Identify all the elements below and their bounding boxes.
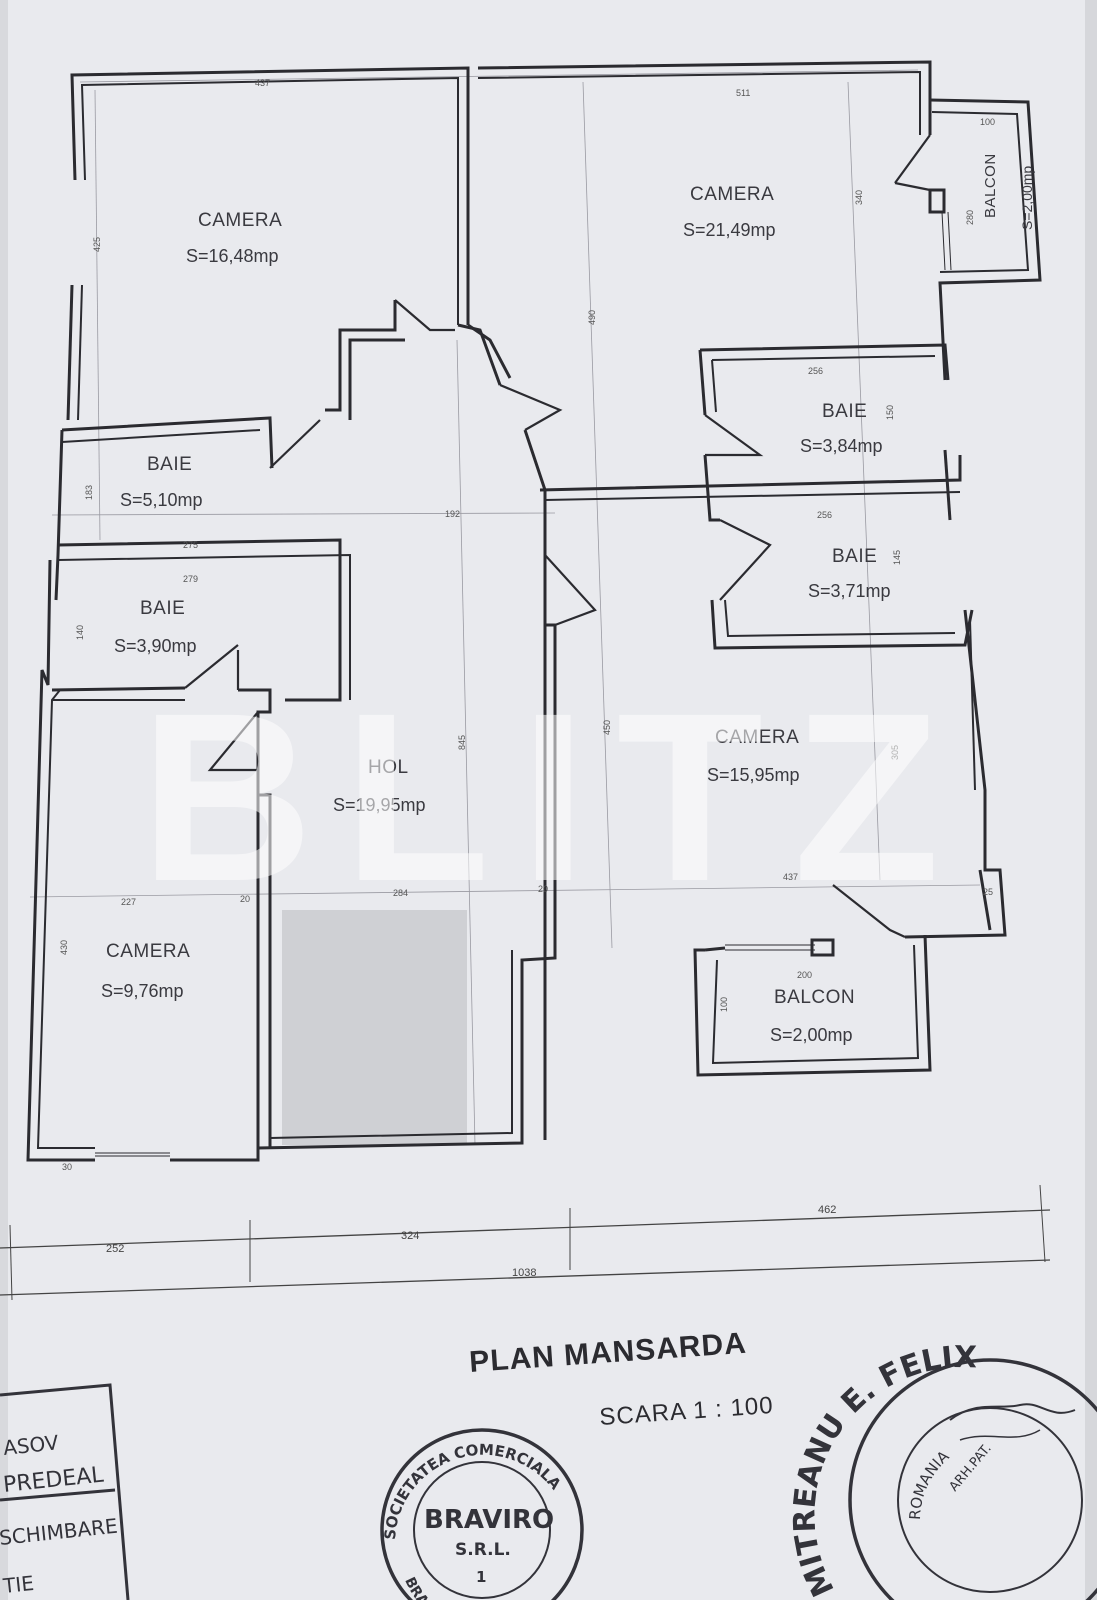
room-baie-1-name: BAIE [147, 454, 192, 475]
dim-340: 340 [854, 190, 864, 205]
balcony-east [928, 98, 1042, 381]
dim-bottom-252: 252 [106, 1243, 124, 1255]
door-swings [184, 134, 931, 938]
dim-430: 430 [59, 940, 69, 955]
dim-490: 490 [587, 310, 597, 325]
dim-284: 284 [393, 888, 408, 898]
dim-25: 25 [983, 887, 993, 897]
stamp-center-num: 1 [476, 1568, 486, 1586]
stamp-right: MITREANU E. FELIX ROMANIA ARH.PAT. [787, 1340, 1097, 1600]
stamp-right-ring: MITREANU E. FELIX [787, 1340, 977, 1600]
room-camera-sw-area: S=9,76mp [101, 981, 184, 1001]
dim-20a: 20 [240, 894, 250, 904]
stamp-center-name: BRAVIRO [424, 1505, 554, 1535]
signature-scribble-2 [959, 1429, 1041, 1441]
stamp-left-line-3: SCHIMBARE [0, 1514, 119, 1550]
dim-top-right: 511 [736, 88, 750, 98]
dim-bottom-324: 324 [401, 1230, 419, 1242]
stamp-right-inner-2: ARH.PAT. [947, 1441, 995, 1494]
room-baie-3-name: BAIE [822, 401, 867, 422]
room-balcon-e-area: S=2,00mp [1019, 166, 1035, 230]
stamp-left-line-1: ASOV [2, 1430, 60, 1460]
room-camera-ne-name: CAMERA [690, 184, 774, 205]
dim-100-balcony-s: 100 [719, 997, 729, 1012]
windows [95, 211, 952, 1157]
room-baie-4-name: BAIE [832, 546, 877, 567]
stamp-center: SOCIETATEA COMERCIALA BRASOV ROMANIA BRA… [380, 1428, 584, 1600]
dim-256b: 256 [817, 510, 832, 520]
dim-150: 150 [885, 405, 895, 420]
stamp-left-line-4: TIE [1, 1571, 35, 1598]
dim-305: 305 [890, 745, 900, 760]
room-balcon-e-name: BALCON [982, 153, 999, 218]
dim-200: 200 [797, 970, 812, 980]
dim-top-left: 437 [255, 78, 270, 88]
page-edge-right [1085, 0, 1097, 1600]
dim-256a: 256 [808, 366, 823, 376]
dim-30: 30 [62, 1162, 72, 1172]
room-camera-nw-area: S=16,48mp [186, 246, 279, 266]
dim-145: 145 [892, 550, 902, 565]
dim-100-balcony: 100 [980, 117, 995, 127]
dim-279: 279 [183, 574, 198, 584]
dim-140: 140 [75, 625, 85, 640]
plan-title: PLAN MANSARDA [468, 1327, 748, 1379]
room-camera-se-name: CAMERA [715, 727, 799, 748]
bottom-dimension-lines [0, 1184, 1051, 1301]
dim-20b: 20 [538, 884, 548, 894]
watermark-logo: BLITZ [140, 663, 970, 931]
dimension-labels: 437 511 425 183 275 279 140 192 490 340 … [59, 78, 995, 1279]
room-balcon-s-name: BALCON [774, 987, 855, 1008]
dim-192: 192 [445, 509, 460, 519]
page-edge-left [0, 0, 8, 1600]
stamp-left: ASOV PREDEAL SCHIMBARE TIE [0, 1383, 130, 1600]
room-balcon-s-area: S=2,00mp [770, 1025, 853, 1045]
room-baie-2-area: S=3,90mp [114, 636, 197, 656]
room-hol-name: HOL [368, 757, 409, 778]
plan-scale: SCARA 1 : 100 [599, 1392, 775, 1431]
stair-shading [282, 910, 467, 1145]
dim-425: 425 [92, 237, 102, 252]
room-camera-sw-name: CAMERA [106, 941, 190, 962]
room-baie-4-area: S=3,71mp [808, 581, 891, 601]
dim-450: 450 [602, 720, 612, 735]
room-camera-se-area: S=15,95mp [707, 765, 800, 785]
dim-280: 280 [965, 210, 975, 225]
room-baie-2-name: BAIE [140, 598, 185, 619]
room-camera-nw-name: CAMERA [198, 210, 282, 231]
dim-bottom-462: 462 [818, 1204, 836, 1216]
interior-walls [51, 300, 1007, 939]
dim-437b: 437 [783, 872, 798, 882]
dim-183: 183 [84, 485, 94, 500]
stamp-center-sub: S.R.L. [455, 1540, 511, 1560]
signature-scribble [949, 1403, 1076, 1421]
dim-275: 275 [183, 540, 198, 550]
dim-bottom-1038: 1038 [512, 1267, 536, 1279]
stamp-right-inner: ROMANIA [906, 1447, 953, 1521]
room-baie-3-area: S=3,84mp [800, 436, 883, 456]
room-baie-1-area: S=5,10mp [120, 490, 203, 510]
dim-227: 227 [121, 897, 136, 907]
room-labels: CAMERA S=16,48mp CAMERA S=21,49mp BALCON… [101, 153, 1035, 1045]
room-camera-ne-area: S=21,49mp [683, 220, 776, 240]
dim-845: 845 [457, 735, 467, 750]
room-hol-area: S=19,95mp [333, 795, 426, 815]
